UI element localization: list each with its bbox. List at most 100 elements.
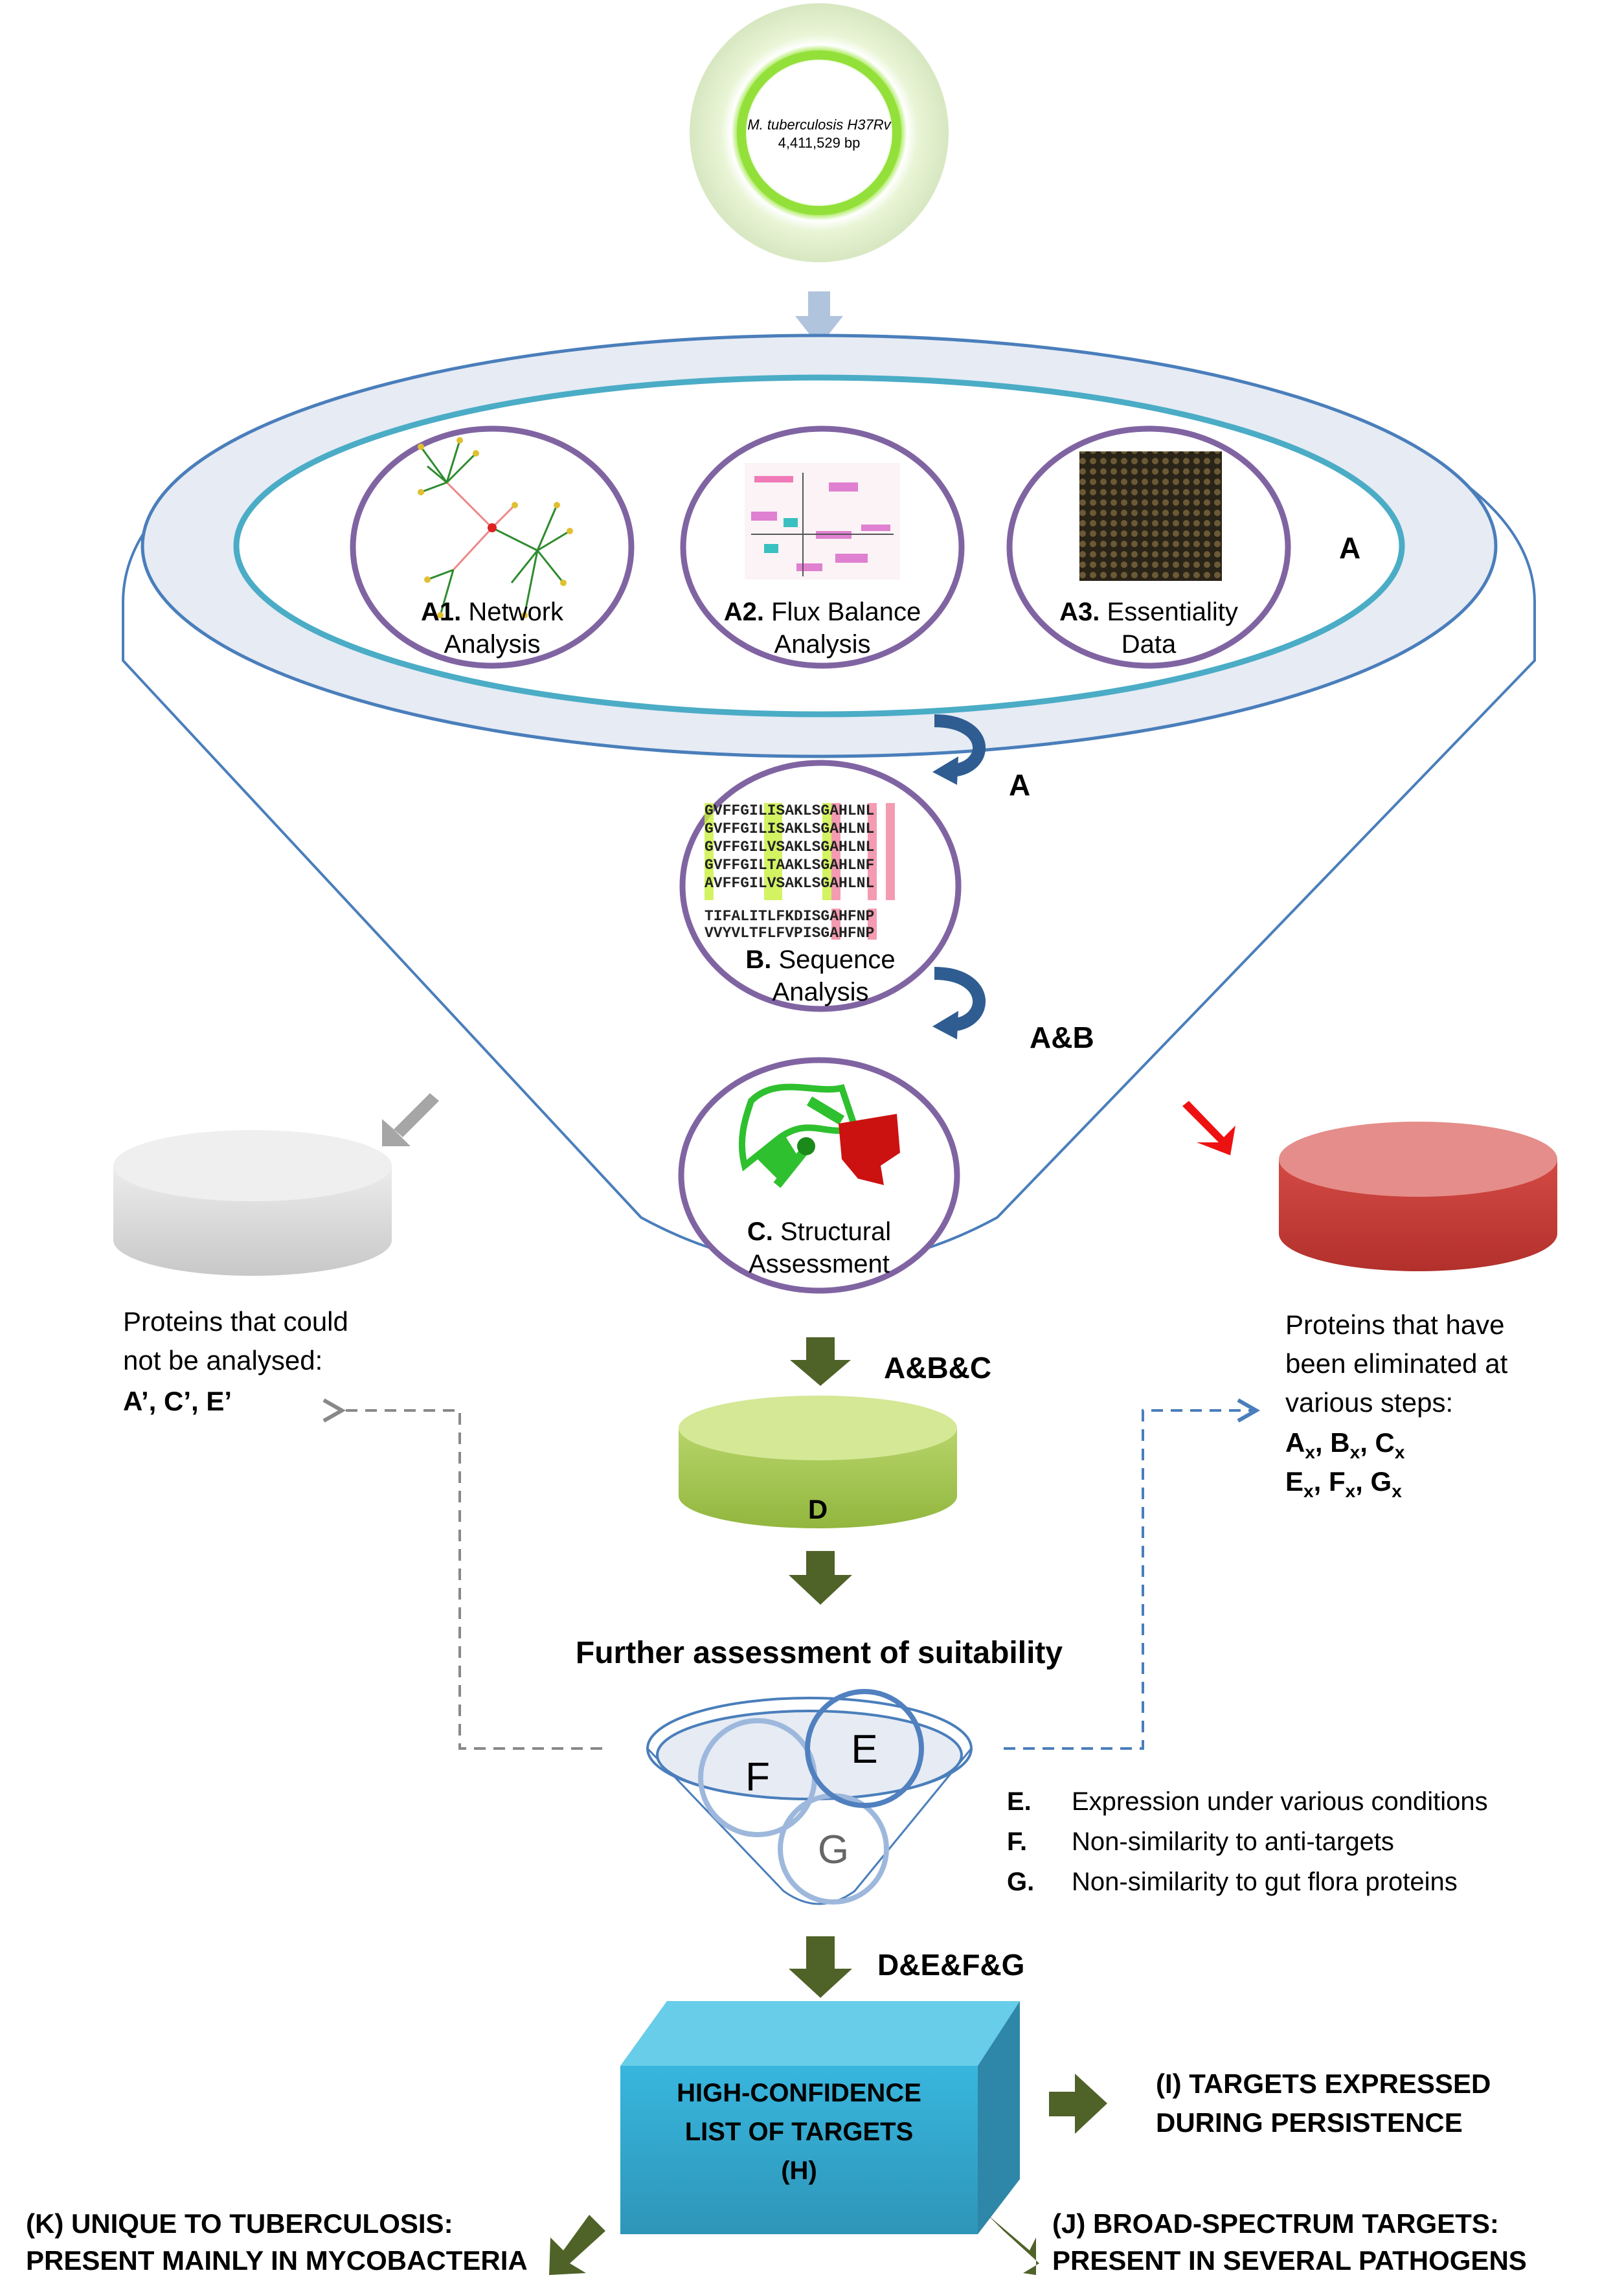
eliminated-line2: been eliminated at — [1285, 1348, 1508, 1379]
flow-arrow-defg-icon — [789, 1936, 852, 1998]
method-a2-name: Flux Balance — [771, 598, 921, 626]
output-arrow-i-icon — [1049, 2074, 1107, 2134]
box-line2: LIST OF TARGETS — [685, 2118, 914, 2146]
filter-legend: E. Expression under various conditions F… — [1007, 1787, 1488, 1896]
arrow-label-defg: D&E&F&G — [877, 1948, 1024, 1982]
code-sub: x — [1395, 1442, 1405, 1462]
not-analysed-line1: Proteins that could — [123, 1306, 348, 1337]
curved-arrow-ab-icon — [932, 967, 986, 1039]
genome-ring — [690, 3, 949, 262]
legend-key-f: F. — [1007, 1828, 1027, 1856]
code-sub: x — [1305, 1442, 1315, 1462]
stage-b-name: Sequence — [778, 945, 895, 974]
stage-b-line1: B. Sequence — [745, 945, 895, 974]
output-k-line1: (K) UNIQUE TO TUBERCULOSIS: — [26, 2208, 453, 2239]
curved-arrow-a-icon — [932, 714, 986, 785]
output-j-line2: PRESENT IN SEVERAL PATHOGENS — [1052, 2245, 1527, 2275]
sequence-alignment: GVFFGILISAKLSGAHLNL GVFFGILISAKLSGAHLNL … — [705, 802, 895, 942]
protein-structure-icon — [738, 1083, 900, 1188]
code-sub: x — [1346, 1481, 1356, 1501]
method-a3-line1: A3. Essentiality — [1059, 598, 1238, 626]
code-base: F — [1329, 1466, 1346, 1497]
grey-diagonal-arrow-icon — [382, 1093, 439, 1146]
not-analysed-disc — [113, 1130, 392, 1276]
stage-c-line1: C. Structural — [747, 1217, 891, 1246]
method-a3: A3. Essentiality Data — [1006, 425, 1291, 669]
genome-map: M. tuberculosis H37Rv 4,411,529 bp — [690, 3, 949, 262]
dashed-connector-left — [322, 1398, 602, 1750]
code-sub: x — [1350, 1442, 1360, 1462]
stage-b-code: B. — [745, 945, 771, 974]
method-a1-name2: Analysis — [444, 630, 541, 659]
stage-c-code: C. — [747, 1217, 773, 1246]
legend-key-g: G. — [1007, 1868, 1034, 1896]
arrow-label-ab: A&B — [1030, 1021, 1094, 1054]
gc-skew-ring — [737, 51, 901, 215]
genome-down-arrow-icon — [795, 291, 843, 346]
method-a2: A2. Flux Balance Analysis — [680, 425, 965, 669]
eliminated-line3: various steps: — [1285, 1387, 1453, 1418]
method-a1-line1: A1. Network — [421, 598, 564, 626]
network-graph-icon — [420, 440, 570, 616]
legend-text-g: Non-similarity to gut flora proteins — [1072, 1868, 1458, 1896]
eliminated-codes-row1: Ax, Bx, Cx — [1285, 1427, 1405, 1462]
flux-pathway-map-icon — [745, 463, 900, 580]
filter-circle-e — [805, 1689, 924, 1808]
filter-label-g: G — [818, 1828, 849, 1872]
filter-label-e: E — [851, 1727, 877, 1772]
code-sub: x — [1303, 1481, 1314, 1501]
box-line3: (H) — [781, 2156, 817, 2185]
arrow-label-abc: A&B&C — [884, 1351, 991, 1385]
method-a1: A1. Network Analysis — [350, 425, 635, 669]
stage-d-label: D — [808, 1494, 828, 1524]
flow-arrow-d-icon — [789, 1551, 852, 1605]
output-arrow-k-icon — [549, 2215, 605, 2275]
arrow-label-a: A — [1009, 768, 1030, 802]
alignment-row: GVFFGILISAKLSGAHLNL — [705, 821, 874, 837]
method-a3-name: Essentiality — [1107, 598, 1238, 626]
genome-size: 4,411,529 bp — [778, 135, 861, 151]
method-a3-name2: Data — [1122, 630, 1177, 659]
code-sub: x — [1392, 1481, 1402, 1501]
box-line1: HIGH-CONFIDENCE — [677, 2079, 921, 2107]
eliminated-disc — [1279, 1122, 1557, 1271]
code-base: C — [1375, 1427, 1395, 1458]
output-arrow-j-icon — [987, 2215, 1039, 2275]
flow-arrow-abc-icon — [790, 1337, 851, 1386]
stage-b-name2: Analysis — [773, 978, 869, 1006]
stage-c-name: Structural — [780, 1217, 891, 1246]
eliminated-line1: Proteins that have — [1285, 1309, 1505, 1340]
microarray-image-icon — [1079, 451, 1222, 581]
alignment-row: GVFFGILISAKLSGAHLNL — [705, 802, 874, 819]
alignment-row: AVFFGILVSAKLSGAHLNL — [705, 875, 874, 892]
eliminated-codes-row2: Ex, Fx, Gx — [1285, 1466, 1402, 1501]
not-analysed-codes: A’, C’, E’ — [123, 1386, 232, 1416]
alignment-row: GVFFGILTAAKLSGAHLNF — [705, 857, 874, 874]
method-a3-code: A3. — [1059, 598, 1100, 626]
stage-a-label: A — [1339, 531, 1360, 565]
stage-b: GVFFGILISAKLSGAHLNL GVFFGILISAKLSGAHLNL … — [679, 760, 962, 1012]
method-a2-code: A2. — [724, 598, 764, 626]
legend-key-e: E. — [1007, 1787, 1032, 1816]
stage-c-name2: Assessment — [749, 1250, 890, 1278]
method-a2-line1: A2. Flux Balance — [724, 598, 921, 626]
code-base: B — [1330, 1427, 1349, 1458]
method-a1-code: A1. — [421, 598, 461, 626]
svg-text:GVFFGILISAKLSGAHLNL GV: GVFFGILISAKLSGAHLNL GVFFGILISAKLSGAHLNL … — [705, 802, 883, 942]
not-analysed-line2: not be analysed: — [123, 1345, 322, 1375]
legend-text-e: Expression under various conditions — [1072, 1787, 1488, 1816]
code-base: G — [1371, 1466, 1392, 1497]
genome-organism: M. tuberculosis H37Rv — [747, 117, 892, 133]
high-confidence-targets-box: HIGH-CONFIDENCE LIST OF TARGETS (H) — [620, 2001, 1020, 2234]
method-a1-name: Network — [468, 598, 564, 626]
legend-text-f: Non-similarity to anti-targets — [1072, 1828, 1394, 1856]
alignment-row: VVYVLTFLFVPISGAHFNP — [705, 925, 874, 942]
method-a1-ring — [350, 425, 635, 669]
filter-label-f: F — [745, 1755, 770, 1800]
dashed-connector-right — [1004, 1398, 1261, 1750]
suitability-funnel: E F G — [646, 1689, 973, 1905]
code-base: E — [1285, 1466, 1303, 1497]
stage-d-disc: D — [679, 1396, 957, 1528]
output-k-line2: PRESENT MAINLY IN MYCOBACTERIA — [26, 2245, 528, 2275]
